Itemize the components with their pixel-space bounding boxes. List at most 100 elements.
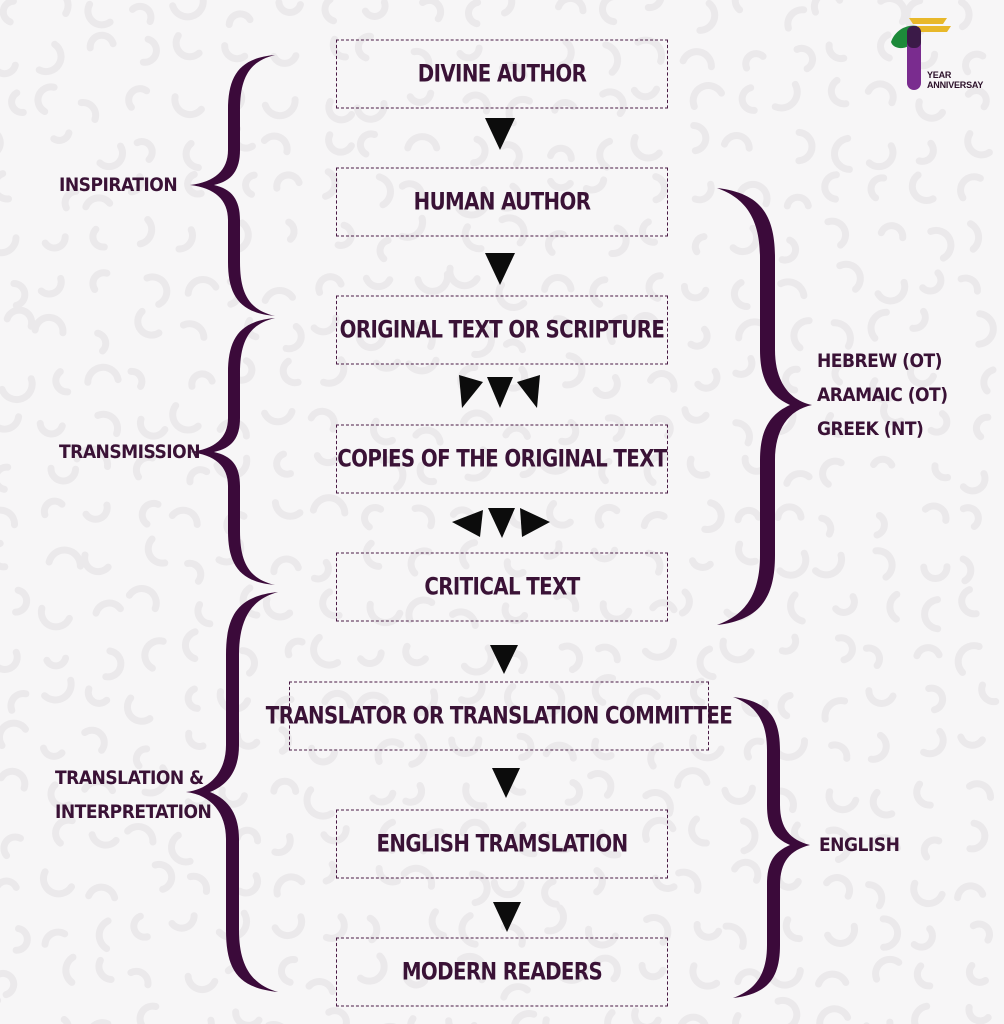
pattern-swirl [690, 122, 710, 155]
pattern-swirl [398, 214, 427, 241]
pattern-swirl [910, 879, 946, 908]
pattern-swirl [125, 585, 160, 613]
pattern-swirl [909, 307, 929, 332]
pattern-swirl [462, 782, 488, 810]
pattern-swirl [541, 878, 560, 908]
arrow-branch-3a [459, 375, 483, 408]
pattern-swirl [448, 736, 483, 757]
pattern-swirl [701, 499, 725, 533]
pattern-swirl [82, 194, 114, 211]
pattern-swirl [313, 452, 340, 467]
pattern-swirl [7, 690, 30, 714]
pattern-swirl [130, 912, 151, 941]
pattern-swirl [284, 637, 306, 659]
pattern-swirl [325, 1007, 350, 1024]
pattern-swirl [81, 778, 116, 795]
anniversary-logo-icon [891, 18, 951, 90]
pattern-swirl [124, 823, 157, 846]
pattern-swirl [959, 504, 982, 530]
pattern-swirl [405, 596, 436, 624]
pattern-swirl [141, 764, 170, 797]
pattern-swirl [465, 0, 482, 28]
pattern-swirl [184, 559, 205, 585]
pattern-swirl [271, 499, 304, 520]
pattern-swirl [446, 264, 481, 290]
pattern-swirl [225, 10, 254, 28]
pattern-swirl [503, 558, 527, 578]
pattern-swirl [460, 644, 495, 676]
pattern-swirl [168, 506, 201, 528]
pattern-swirl [181, 628, 199, 663]
anniversary-logo: YEAR ANNIVERSAY [887, 12, 987, 94]
pattern-swirl [461, 223, 485, 253]
pattern-swirl [864, 80, 897, 107]
pattern-swirl [696, 645, 717, 681]
pattern-swirl [408, 733, 428, 768]
pattern-swirl [645, 549, 664, 576]
pattern-swirl [816, 1005, 852, 1024]
pattern-swirl [12, 586, 31, 616]
pattern-swirl [602, 41, 622, 76]
pattern-swirl [322, 913, 348, 942]
pattern-swirl [869, 788, 896, 819]
pattern-swirl [34, 83, 58, 115]
pattern-swirl [691, 180, 715, 204]
pattern-swirl [273, 873, 306, 898]
pattern-swirl [186, 466, 211, 486]
arrow-down-7 [493, 902, 521, 932]
pattern-swirl [43, 654, 70, 670]
pattern-swirl [927, 410, 951, 436]
pattern-swirl [31, 313, 67, 337]
pattern-swirl [964, 87, 990, 111]
pattern-swirl [315, 273, 345, 296]
pattern-swirl [640, 511, 668, 530]
pattern-swirl [649, 599, 678, 614]
pattern-swirl [188, 370, 216, 390]
pattern-swirl [593, 954, 621, 983]
pattern-swirl [587, 770, 615, 799]
pattern-swirl [8, 89, 27, 116]
pattern-swirl [458, 680, 486, 705]
pattern-swirl [37, 604, 73, 631]
pattern-swirl [400, 864, 436, 890]
pattern-swirl [872, 547, 896, 581]
pattern-swirl [824, 412, 845, 438]
pattern-swirl [52, 368, 72, 396]
pattern-swirl [321, 689, 354, 709]
pattern-swirl [402, 965, 429, 989]
pattern-swirl [980, 366, 997, 395]
pattern-swirl [127, 173, 145, 196]
pattern-swirl [821, 697, 849, 723]
pattern-swirl [689, 82, 725, 110]
pattern-swirl [0, 719, 29, 749]
pattern-swirl [957, 173, 984, 202]
pattern-swirl [376, 236, 392, 263]
pattern-swirl [416, 461, 438, 486]
pattern-swirl [732, 419, 753, 447]
pattern-swirl [179, 320, 208, 341]
pattern-swirl [608, 224, 630, 258]
pattern-swirl [594, 503, 621, 529]
pattern-swirl [913, 644, 943, 660]
pattern-swirl [82, 501, 111, 523]
pattern-swirl [910, 925, 936, 951]
pattern-swirl [737, 180, 771, 208]
pattern-swirl [0, 234, 20, 257]
pattern-swirl [599, 600, 633, 623]
pattern-swirl [232, 1008, 263, 1024]
pattern-swirl [41, 233, 69, 252]
pattern-swirl [490, 879, 525, 899]
pattern-swirl [273, 450, 294, 478]
pattern-swirl [959, 555, 975, 585]
pattern-swirl [818, 514, 835, 538]
pattern-swirl [278, 726, 293, 755]
arrow-down-6 [492, 768, 520, 798]
pattern-swirl [127, 367, 146, 390]
pattern-swirl [419, 828, 445, 855]
pattern-swirl [815, 970, 850, 988]
pattern-swirl [151, 860, 176, 893]
pattern-swirl [519, 449, 538, 479]
pattern-swirl [0, 0, 17, 26]
pattern-swirl [362, 539, 383, 570]
pattern-swirl [194, 601, 214, 628]
